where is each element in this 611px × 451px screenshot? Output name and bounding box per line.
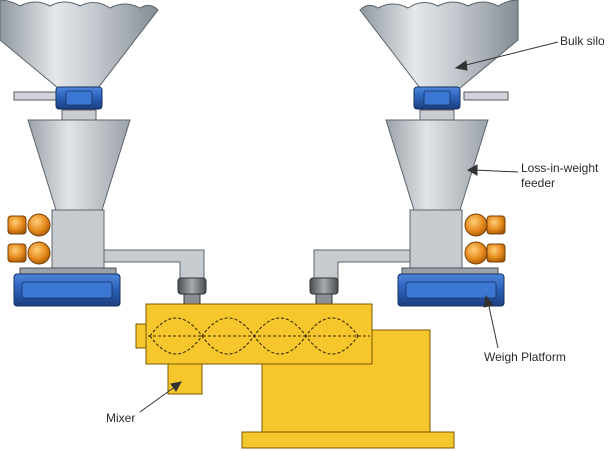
right-feeder-body (409, 209, 463, 271)
leader-lines (139, 41, 559, 413)
left-coupling (177, 277, 207, 307)
right-weigh-platform-icon (397, 267, 505, 307)
right-silo-tab (463, 91, 509, 101)
right-loss-in-weight-feeder-hopper (385, 119, 489, 211)
right-discharge-tube (313, 249, 411, 281)
label-bulk-silo: Bulk silo (560, 34, 605, 48)
mixer-outlet (167, 363, 203, 395)
label-loss-in-weight-feeder-line2: feeder (521, 176, 555, 190)
mixer-trough (145, 303, 373, 365)
left-weigh-platform-icon (13, 267, 121, 307)
mixer-base-plate (241, 431, 455, 449)
label-mixer: Mixer (106, 411, 135, 425)
mixer-end-cap (135, 323, 147, 349)
left-silo-tab (13, 91, 59, 101)
auger-screw-icon (148, 317, 370, 355)
mixer-icon (135, 303, 455, 449)
right-bulk-silo (359, 0, 519, 89)
left-feeder-body (51, 209, 105, 271)
left-loss-in-weight-feeder-hopper (27, 119, 131, 211)
label-weigh-platform: Weigh Platform (484, 350, 566, 364)
label-loss-in-weight-feeder-line1: Loss-in-weight (521, 161, 599, 175)
right-coupling (309, 277, 339, 307)
left-bulk-silo (0, 0, 159, 89)
right-feed-train (309, 0, 519, 307)
left-motor-icon (7, 213, 51, 265)
left-feed-train (0, 0, 207, 307)
right-motor-icon (464, 213, 506, 265)
